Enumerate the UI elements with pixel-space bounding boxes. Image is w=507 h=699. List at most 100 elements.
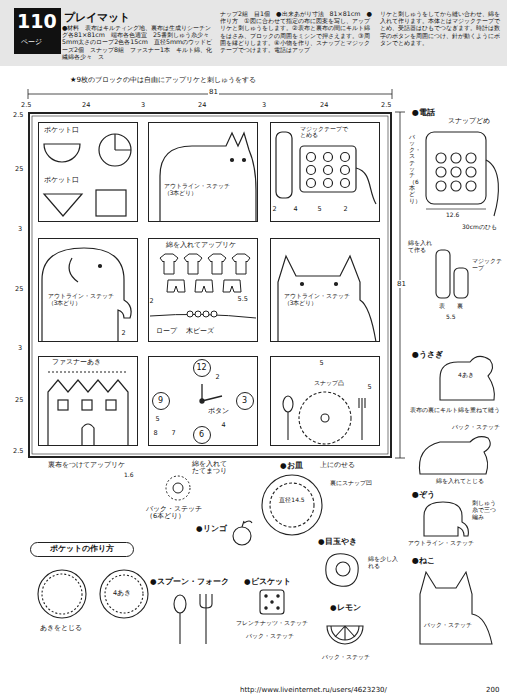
mat-block: マジックテープでとめる2452 xyxy=(270,122,380,222)
house-applique xyxy=(48,371,128,372)
biscuit-figure xyxy=(265,595,267,597)
phone-applique xyxy=(276,132,376,204)
phone-toy xyxy=(451,181,461,191)
dimension: 3 xyxy=(18,345,22,352)
house-applique xyxy=(48,372,128,446)
instruction-label: 綿を入れてたてまつり xyxy=(192,461,228,476)
block-label: 5.5 xyxy=(238,296,248,303)
item-heading: ●リンゴ xyxy=(196,525,227,534)
block-label: マジックテープでとめる xyxy=(300,126,352,140)
rabbit-toy xyxy=(419,437,490,474)
mat-inner-line xyxy=(32,116,388,454)
clothes-applique xyxy=(211,311,217,317)
instruction-label: 4あき xyxy=(458,372,474,379)
dimension: 2.5 xyxy=(21,102,31,109)
mat-block: アウトライン・ステッチ（3本どり） xyxy=(148,122,258,222)
page-title: プレイマット xyxy=(64,11,130,23)
clock-hand xyxy=(202,396,222,401)
block-label: 2 xyxy=(216,374,220,381)
phone-applique xyxy=(341,179,350,188)
pocket-figure xyxy=(105,575,143,613)
clock-hand xyxy=(200,384,222,403)
clock-number: 9 xyxy=(158,396,163,405)
clothes-applique xyxy=(203,311,209,317)
instruction-label: バック・ステッチ xyxy=(322,654,370,661)
section-band: ポケットの作り方 xyxy=(30,542,134,557)
dimension: 3 xyxy=(18,226,22,233)
clothes-applique xyxy=(160,254,178,274)
biscuit-figure xyxy=(277,595,279,597)
button-figure xyxy=(166,476,190,500)
cat-applique xyxy=(160,133,256,222)
instruction-label: 刺しゅう糸で三つ編み xyxy=(472,500,499,521)
phone-applique xyxy=(307,179,316,188)
phone-applique xyxy=(276,132,292,198)
clothes-applique xyxy=(208,254,226,274)
phone-toy xyxy=(466,153,476,163)
instruction-label: 表布の裏にキルト綿を重ねて縫う xyxy=(410,406,502,413)
phone-toy xyxy=(451,167,461,177)
watermark: http://www.liveinternet.ru/users/4623230… xyxy=(240,686,387,694)
phone-applique xyxy=(324,153,333,162)
instruction-label: バック・ステッチ xyxy=(424,622,472,629)
instruction-label: 綿を入れて作る xyxy=(408,240,433,254)
house-applique xyxy=(48,380,128,446)
instruction-label: マジックテープ xyxy=(472,258,502,272)
dimension: 5.5 xyxy=(446,314,456,321)
item-heading: ●ぞう xyxy=(412,490,435,499)
elephant-applique xyxy=(69,258,78,282)
dimension: 25 xyxy=(15,286,23,293)
block-label: 7 xyxy=(172,430,176,437)
page-number-box: 110ページ xyxy=(14,8,61,54)
clock-number-circle: 9 xyxy=(152,392,170,410)
dimension: 直径14.5 xyxy=(278,497,306,504)
block-label: 2 xyxy=(150,298,154,305)
dimension: 24 xyxy=(82,102,90,109)
pocket-shape xyxy=(99,134,131,166)
button-figure xyxy=(173,483,183,493)
apple-figure xyxy=(233,521,252,545)
cutlery-figure xyxy=(200,594,212,644)
button-figure xyxy=(166,476,190,500)
dimension: 25 xyxy=(15,397,23,404)
plate-applique xyxy=(321,414,329,422)
cat-applique xyxy=(335,283,338,286)
phone-toy xyxy=(451,153,461,163)
phone-applique xyxy=(324,166,333,175)
mat-block: アウトライン・ステッチ（3本どり） xyxy=(270,238,380,342)
lemon-figure xyxy=(331,626,359,640)
item-heading: ●お皿 xyxy=(280,462,303,471)
clock-number: 12 xyxy=(196,363,206,372)
biscuit-figure xyxy=(260,590,284,614)
instruction-label: 裏にスナップ凹 xyxy=(330,480,374,487)
instruction-label: フレンチナッツ・ステッチ xyxy=(236,620,308,627)
pocket-shape xyxy=(96,190,126,216)
clock-number-circle: 6 xyxy=(193,426,211,444)
clothes-applique xyxy=(167,280,185,292)
fried-egg-figure xyxy=(336,562,350,576)
dimension: 81 xyxy=(208,88,219,96)
phone-toy xyxy=(426,209,486,210)
clothes-applique xyxy=(232,254,250,274)
cat-applique xyxy=(301,283,304,286)
instruction-label: バック・ステッチ（6本どり） xyxy=(146,506,212,521)
cat-applique xyxy=(278,256,376,342)
plate-applique xyxy=(364,398,365,408)
dimension-line xyxy=(392,89,393,99)
dimension: 25 xyxy=(15,166,23,173)
page-number: 110 xyxy=(17,11,57,33)
pocket-figure xyxy=(38,570,148,618)
lemon-figure xyxy=(327,626,363,644)
phone-toy xyxy=(436,167,446,177)
item-heading: ●レモン xyxy=(330,604,361,613)
instruction-label: アウトライン・ステッチ xyxy=(408,540,474,547)
clock-number: 3 xyxy=(242,396,247,405)
header-band xyxy=(0,0,507,66)
block-label: ファスナーあき xyxy=(52,359,101,366)
plate-figure xyxy=(262,475,322,535)
clothes-applique xyxy=(184,254,202,274)
elephant-applique xyxy=(99,265,102,268)
plate-applique xyxy=(283,396,293,412)
